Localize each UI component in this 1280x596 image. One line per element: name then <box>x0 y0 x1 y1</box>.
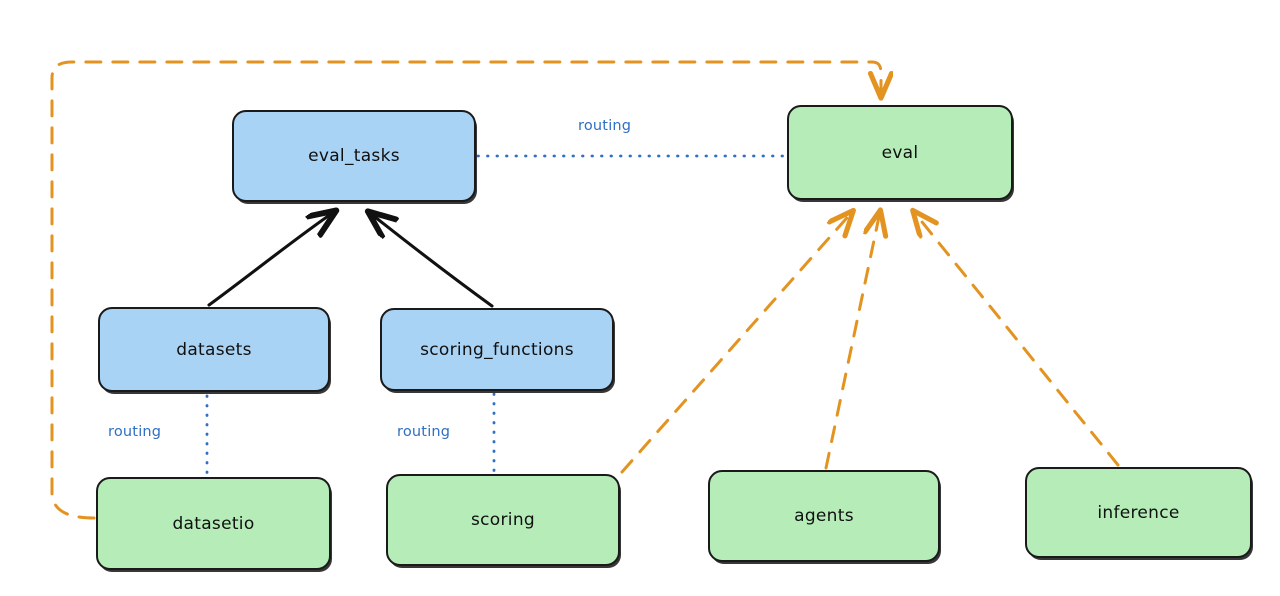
node-label: scoring_functions <box>420 339 574 360</box>
edge-scoring_functions-to-eval_tasks <box>370 213 494 308</box>
node-eval[interactable]: eval <box>787 105 1013 200</box>
edge-datasetio-to-eval <box>50 60 881 520</box>
node-scoring-functions[interactable]: scoring_functions <box>380 308 614 391</box>
edge-inference-to-eval <box>914 212 1120 467</box>
edge-agents-to-eval <box>824 212 880 470</box>
edge-label-routing-scoring-functions-scoring: routing <box>397 424 451 440</box>
node-datasets[interactable]: datasets <box>98 307 330 392</box>
node-label: agents <box>794 506 854 526</box>
node-label: eval_tasks <box>308 146 400 166</box>
edge-label-routing-datasets-datasetio: routing <box>108 424 162 440</box>
node-label: eval <box>881 142 919 163</box>
node-datasetio[interactable]: datasetio <box>96 477 331 570</box>
node-label: scoring <box>471 510 535 530</box>
edge-datasets-to-eval_tasks <box>207 212 334 307</box>
node-eval-tasks[interactable]: eval_tasks <box>232 110 476 202</box>
node-label: datasetio <box>172 513 255 534</box>
edge-label-routing-eval-tasks-eval: routing <box>578 118 632 134</box>
edge-scoring-to-eval <box>620 212 852 474</box>
node-agents[interactable]: agents <box>708 470 940 562</box>
node-scoring[interactable]: scoring <box>386 474 620 566</box>
node-inference[interactable]: inference <box>1025 467 1252 558</box>
node-label: inference <box>1097 502 1180 523</box>
node-label: datasets <box>176 339 252 360</box>
